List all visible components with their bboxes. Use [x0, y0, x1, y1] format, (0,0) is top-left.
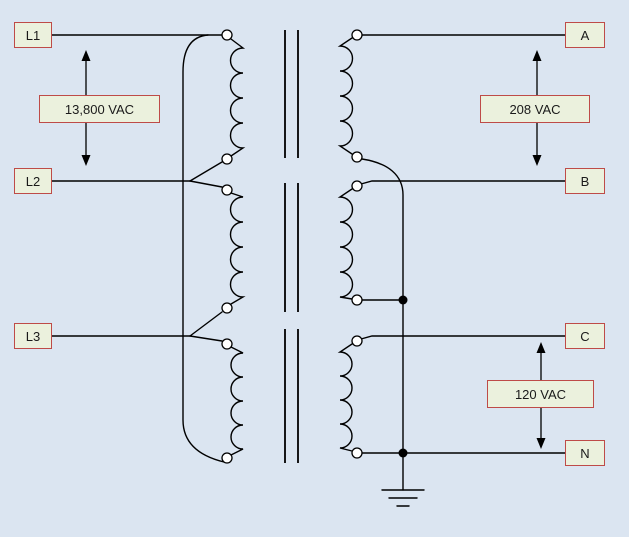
- terminal-circles: [221, 29, 363, 464]
- terminal-circle: [221, 29, 233, 41]
- terminal-box-b: B: [565, 168, 605, 194]
- voltage-box-primary: 13,800 VAC: [39, 95, 160, 123]
- transformer-core-icon: [284, 30, 299, 463]
- terminal-circle: [221, 184, 233, 196]
- secondary-winding-1: [337, 37, 354, 155]
- terminal-circle: [351, 294, 363, 306]
- primary-winding-3: [230, 346, 244, 456]
- secondary-winding-2: [337, 188, 354, 300]
- terminal-circle: [351, 335, 363, 347]
- terminal-circle: [221, 302, 233, 314]
- terminal-circle: [221, 338, 233, 350]
- terminal-box-c: C: [565, 323, 605, 349]
- voltage-box-secondary-line: 208 VAC: [480, 95, 590, 123]
- junction-dots: [398, 295, 408, 458]
- terminal-circle: [221, 153, 233, 165]
- terminal-circle: [351, 180, 363, 192]
- terminal-circle: [351, 447, 363, 459]
- terminal-box-l3: L3: [14, 323, 52, 349]
- junction-dot: [398, 295, 408, 305]
- terminal-circle: [351, 29, 363, 41]
- primary-winding-1: [229, 38, 246, 157]
- ground-icon: [381, 489, 425, 507]
- terminal-box-n: N: [565, 440, 605, 466]
- secondary-winding-3: [337, 343, 353, 452]
- primary-wiring: [51, 34, 225, 463]
- terminal-box-a: A: [565, 22, 605, 48]
- junction-dot: [398, 448, 408, 458]
- primary-winding-2: [229, 192, 246, 305]
- neutral-bus: [361, 158, 404, 491]
- voltage-box-secondary-phase: 120 VAC: [487, 380, 594, 408]
- terminal-circle: [221, 452, 233, 464]
- secondary-wiring: [360, 34, 566, 454]
- terminal-circle: [351, 151, 363, 163]
- terminal-box-l1: L1: [14, 22, 52, 48]
- terminal-box-l2: L2: [14, 168, 52, 194]
